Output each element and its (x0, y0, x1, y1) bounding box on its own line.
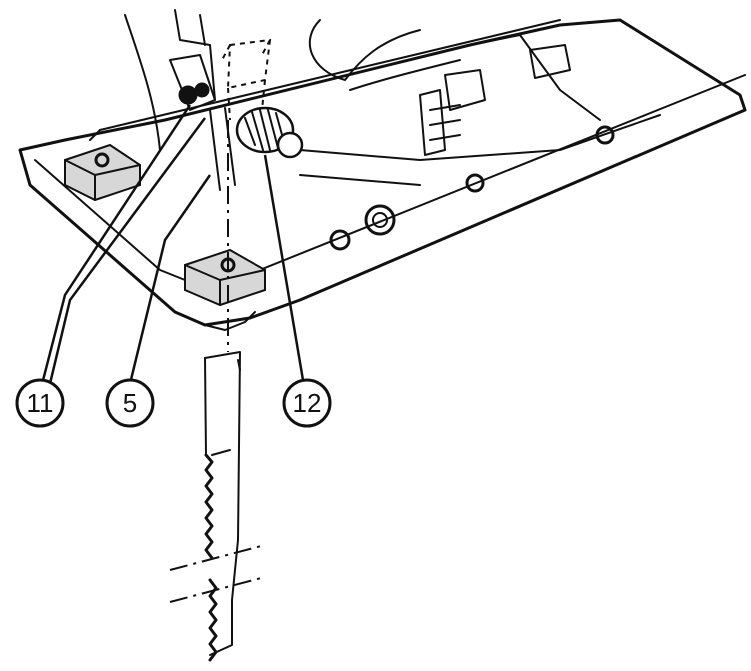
callout-12-label: 12 (293, 388, 322, 418)
jigsaw-blade (169, 351, 266, 662)
callout-11: 11 (15, 378, 65, 428)
callout-5-label: 5 (123, 388, 137, 418)
callout-11-label: 11 (27, 388, 54, 418)
blade-clamp (169, 38, 304, 191)
callout-12: 12 (282, 378, 332, 428)
callout-leaders (38, 104, 307, 393)
motor-housing (124, 9, 661, 186)
base-feet (64, 125, 615, 307)
callout-5: 5 (105, 378, 155, 428)
